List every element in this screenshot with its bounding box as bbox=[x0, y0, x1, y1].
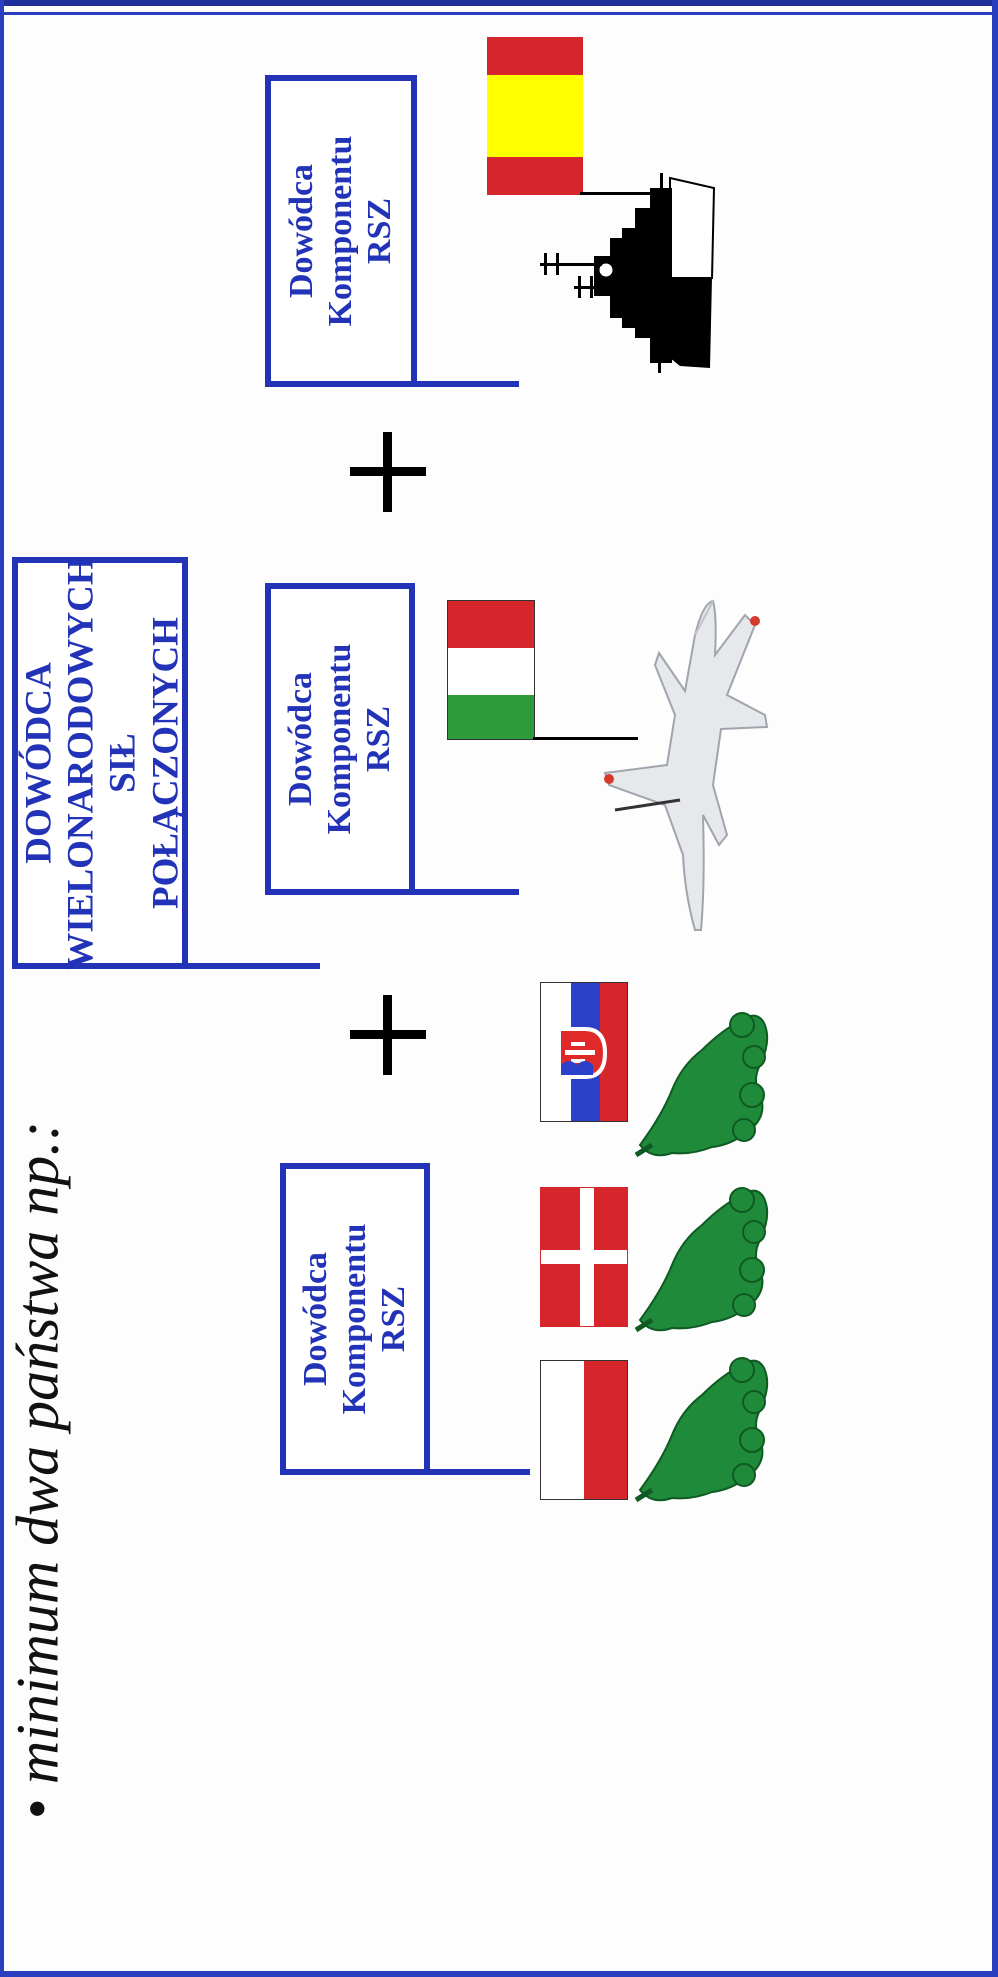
component-box-air bbox=[265, 583, 415, 895]
slide-frame-left bbox=[0, 0, 4, 1977]
flag-poland bbox=[540, 1360, 628, 1500]
component-sea-line-3: RSZ bbox=[360, 197, 398, 265]
soldiers-icon-2 bbox=[634, 1187, 769, 1333]
component-land-connector bbox=[424, 1469, 530, 1475]
flag-denmark bbox=[540, 1187, 628, 1327]
plus-sign-1 bbox=[350, 995, 426, 1075]
flag-spain-pole bbox=[580, 192, 660, 195]
bullet-dot: • bbox=[4, 1798, 71, 1820]
commander-connector bbox=[182, 963, 320, 969]
component-land-label: Dowódca Komponentu RSZ bbox=[297, 1224, 413, 1415]
component-box-land bbox=[280, 1163, 430, 1475]
slide-frame-top-inner bbox=[0, 12, 998, 15]
commander-box bbox=[12, 557, 188, 969]
commander-label: DOWÓDCA WIELONARODOWYCH SIŁ POŁĄCZONYCH bbox=[19, 556, 188, 969]
slovakia-coat-of-arms-icon bbox=[557, 1027, 607, 1079]
component-sea-line-1: Dowódca bbox=[282, 163, 320, 299]
component-land-line-3: RSZ bbox=[374, 1285, 412, 1353]
flag-spain bbox=[487, 37, 583, 195]
warship-icon bbox=[540, 173, 716, 373]
component-land-line-1: Dowódca bbox=[296, 1251, 334, 1387]
component-sea-line-2: Komponentu bbox=[321, 135, 359, 327]
flag-slovakia bbox=[540, 982, 628, 1122]
flag-hungary bbox=[447, 600, 535, 740]
soldiers-icon-1 bbox=[634, 1357, 769, 1503]
component-air-line-3: RSZ bbox=[359, 705, 397, 773]
plus-sign-2 bbox=[350, 432, 426, 512]
commander-line-2: WIELONARODOWYCH bbox=[60, 556, 102, 970]
fighter-jet-icon bbox=[603, 599, 769, 931]
component-air-line-1: Dowódca bbox=[281, 671, 319, 807]
bullet-text: minimum dwa państwa np.: bbox=[4, 1120, 71, 1785]
component-air-line-2: Komponentu bbox=[320, 643, 358, 835]
commander-line-4: POŁĄCZONYCH bbox=[145, 617, 187, 909]
component-box-sea bbox=[265, 75, 417, 387]
soldiers-icon-3 bbox=[634, 1012, 769, 1158]
component-air-label: Dowódca Komponentu RSZ bbox=[282, 644, 398, 835]
slide-frame-right bbox=[992, 0, 998, 1977]
component-sea-label: Dowódca Komponentu RSZ bbox=[283, 136, 399, 327]
component-air-connector bbox=[409, 889, 519, 895]
component-sea-connector bbox=[411, 381, 519, 387]
commander-line-3: SIŁ bbox=[103, 733, 144, 793]
bullet-line: • minimum dwa państwa np.: bbox=[4, 1121, 73, 1819]
flag-hungary-pole bbox=[533, 737, 638, 740]
component-land-line-2: Komponentu bbox=[335, 1223, 373, 1415]
slide-frame-bottom bbox=[0, 1971, 998, 1977]
commander-line-1: DOWÓDCA bbox=[18, 662, 60, 864]
slide-frame-top bbox=[0, 0, 998, 6]
